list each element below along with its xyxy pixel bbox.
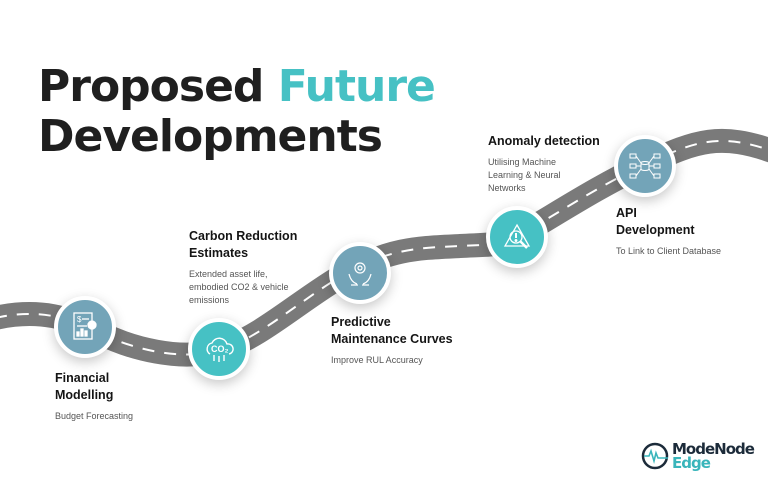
financial-node: $ (54, 296, 116, 358)
gear-hands-icon (348, 262, 372, 286)
milestone-description: Budget Forecasting (55, 411, 134, 421)
svg-text:CO₂: CO₂ (211, 344, 229, 354)
svg-text:$: $ (77, 315, 82, 324)
milestone-title: Anomaly detection (488, 134, 600, 148)
api-node (614, 135, 676, 197)
network-database-icon (629, 153, 661, 179)
milestone-description: To Link to Client Database (616, 246, 722, 256)
page-title: Proposed Future Developments (38, 61, 436, 162)
modenode-logo: ModeNode Edge (641, 442, 755, 471)
milestone-anomaly-detection: Anomaly detection Utilising Machine Lear… (488, 133, 600, 195)
carbon-node: CO₂ (188, 318, 250, 380)
milestone-description: Utilising Machine Learning & Neural Netw… (488, 157, 561, 193)
pulse-logo-icon (641, 442, 669, 470)
predictive-node (329, 242, 391, 304)
co2-cloud-icon: CO₂ (206, 337, 234, 362)
milestone-description: Improve RUL Accuracy (331, 355, 423, 365)
financial-report-icon: $ (73, 312, 97, 340)
anomaly-node (486, 206, 548, 268)
warning-magnifier-icon (503, 223, 531, 249)
milestone-description: Extended asset life, embodied CO2 & vehi… (189, 269, 289, 305)
